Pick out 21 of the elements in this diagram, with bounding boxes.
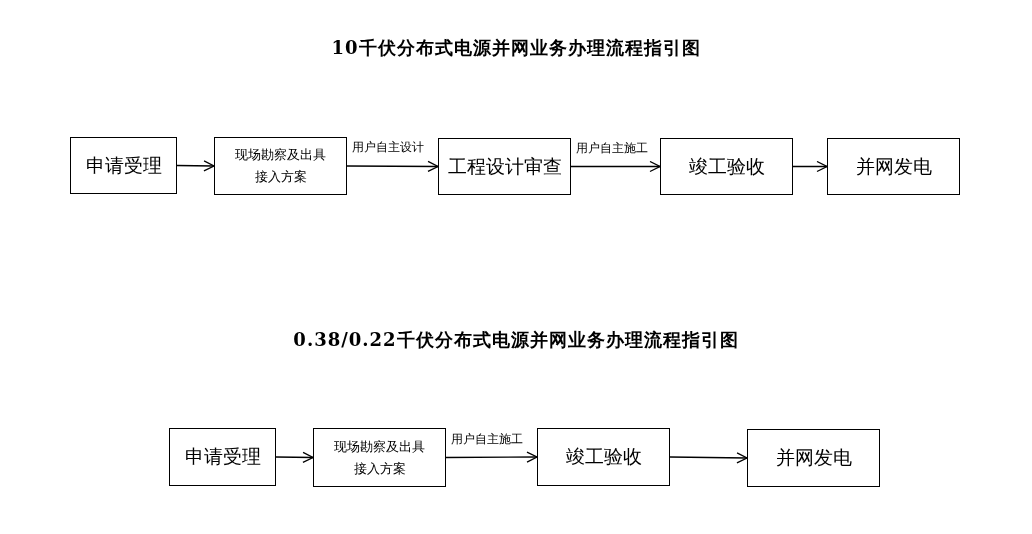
- process-box: 申请受理: [169, 428, 276, 486]
- process-box: 申请受理: [70, 137, 177, 194]
- process-box: 现场勘察及出具接入方案: [313, 428, 446, 487]
- diagram-title: 10千伏分布式电源并网业务办理流程指引图: [330, 36, 702, 60]
- process-box: 并网发电: [827, 138, 960, 195]
- edge-label: 用户自主施工: [576, 140, 648, 155]
- edge-label: 用户自主施工: [451, 431, 523, 446]
- arrow: [570, 160, 661, 173]
- process-box: 竣工验收: [660, 138, 793, 195]
- process-box: 竣工验收: [537, 428, 670, 486]
- arrow: [792, 160, 828, 173]
- arrow: [669, 452, 748, 464]
- section-heading: 0.38/0.22千伏分布式电源并网业务办理流程指引图: [292, 328, 740, 352]
- arrow: [275, 451, 314, 463]
- process-box: 工程设计审查: [438, 138, 571, 195]
- edge-label: 用户自主设计: [352, 140, 424, 154]
- arrow: [176, 160, 215, 172]
- process-box: 现场勘察及出具接入方案: [214, 137, 347, 195]
- process-box: 并网发电: [747, 429, 880, 487]
- arrow: [346, 160, 439, 173]
- arrow: [445, 451, 538, 463]
